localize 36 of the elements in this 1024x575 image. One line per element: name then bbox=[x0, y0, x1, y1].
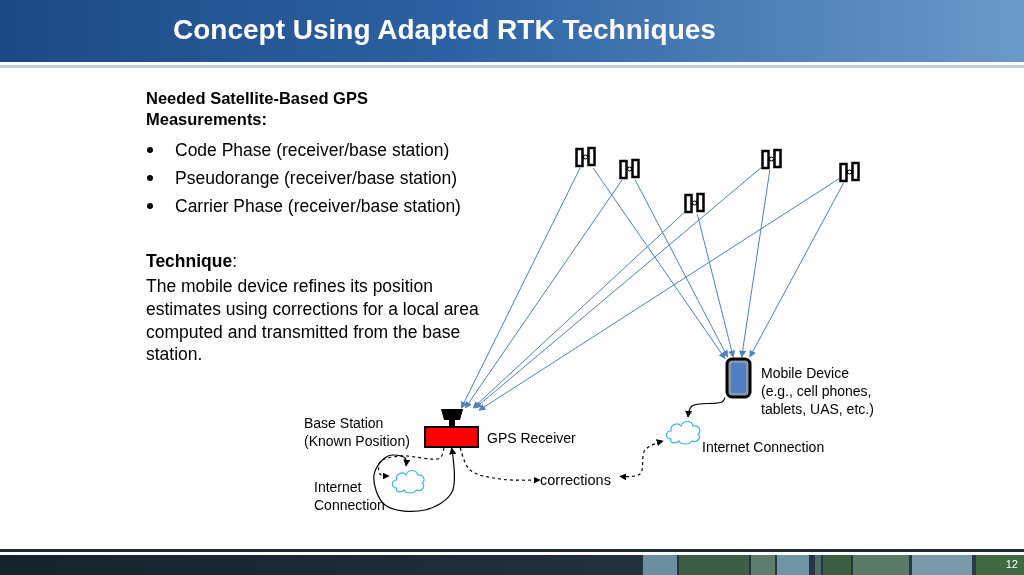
connector-arrow bbox=[460, 167, 581, 409]
connector-arrow bbox=[749, 182, 845, 358]
bullet-text: Pseudorange (receiver/base station) bbox=[175, 167, 459, 190]
corrections-label: corrections bbox=[540, 472, 611, 488]
slide-title: Concept Using Adapted RTK Techniques bbox=[173, 14, 716, 46]
connector-arrow bbox=[739, 169, 771, 358]
bullet-text: Carrier Phase (receiver/base station) bbox=[175, 195, 462, 218]
bullet-text: Code Phase (receiver/base station) bbox=[175, 139, 451, 162]
satellite-icon bbox=[839, 161, 860, 183]
body-paragraph: The mobile device refines its position estimates using corrections for a local area computed and transmitted from the base station. bbox=[146, 275, 480, 366]
satellite-icon bbox=[684, 192, 705, 214]
mobile-device-icon bbox=[725, 357, 752, 399]
connector-arrow bbox=[373, 447, 457, 512]
gps-receiver-drawing bbox=[424, 408, 479, 448]
connector-arrow bbox=[592, 167, 726, 360]
connector-arrow bbox=[685, 397, 726, 418]
connector-arrow bbox=[464, 179, 623, 409]
connector-arrow bbox=[472, 212, 685, 409]
connector-arrow bbox=[619, 439, 664, 481]
connector-arrow bbox=[377, 447, 445, 480]
connector-arrow bbox=[474, 167, 762, 409]
connector-arrow bbox=[459, 447, 541, 484]
connector-arrow bbox=[634, 179, 729, 358]
connector-arrow bbox=[478, 178, 840, 411]
connector-arrow bbox=[696, 213, 736, 358]
node-caption: Base Station (Known Position) bbox=[304, 414, 411, 450]
node-caption: GPS Receiver bbox=[487, 429, 577, 447]
node-caption: Internet Connection bbox=[702, 438, 826, 456]
node-caption: Mobile Device (e.g., cell phones, tablets, UAS, etc.) bbox=[761, 364, 875, 418]
satellite-icon bbox=[575, 146, 596, 168]
node-caption: Internet Connection bbox=[314, 478, 386, 514]
satellite-icon bbox=[761, 148, 782, 170]
section-heading: Needed Satellite-Based GPS Measurements: bbox=[146, 88, 369, 131]
page-number: 12 bbox=[1004, 557, 1018, 572]
satellite-icon bbox=[619, 158, 640, 180]
section-heading: Technique: bbox=[146, 250, 239, 273]
